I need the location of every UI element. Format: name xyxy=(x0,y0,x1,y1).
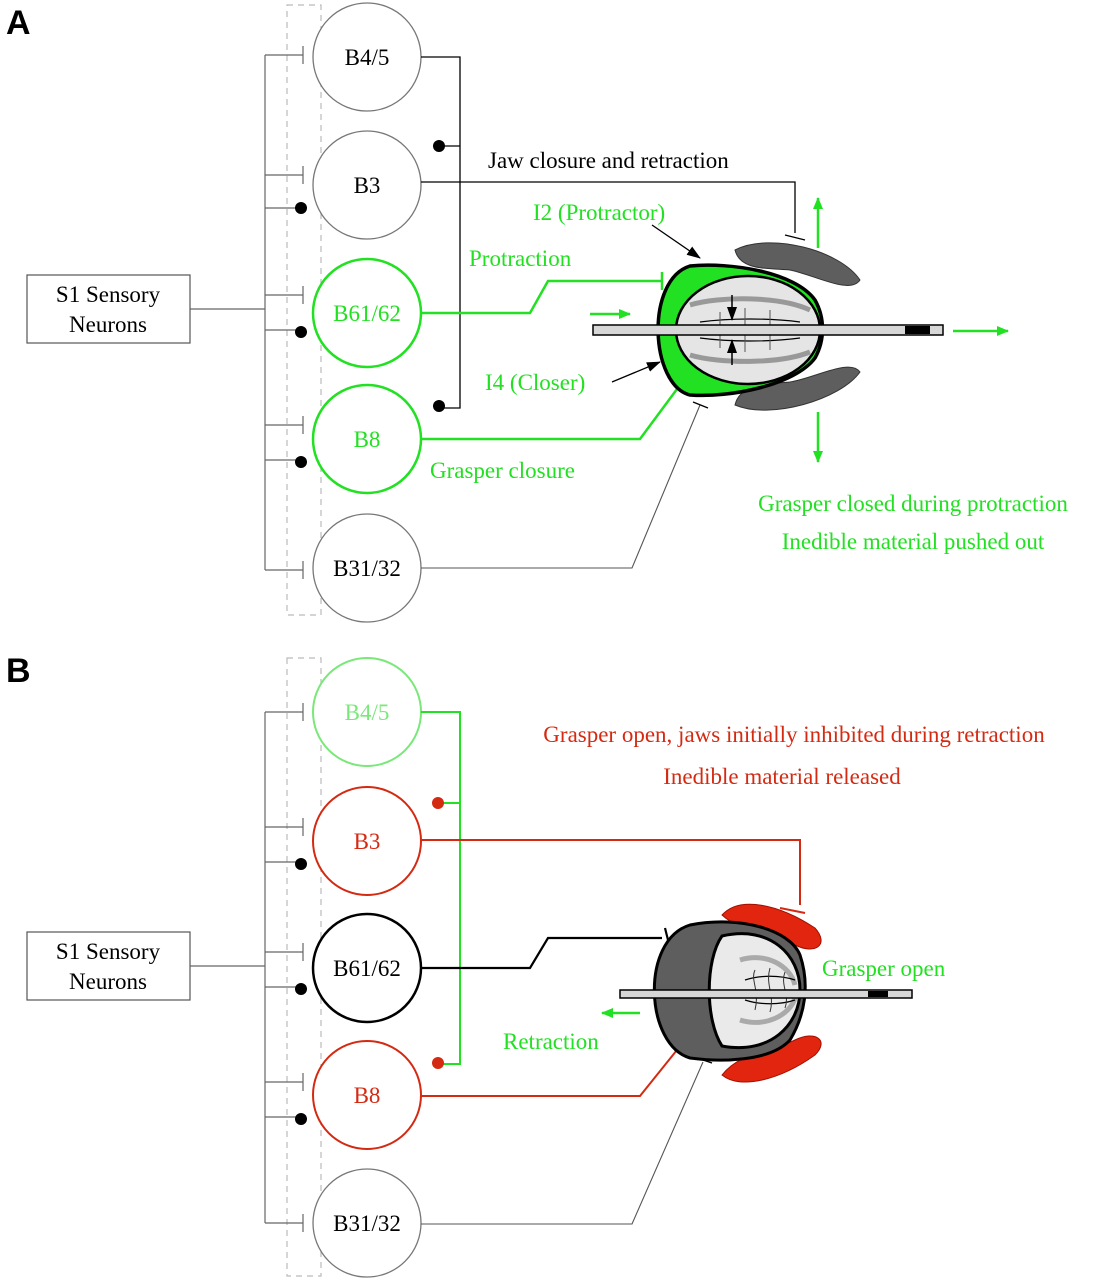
sensory-neurons-box-a: S1 Sensory Neurons xyxy=(26,274,191,344)
dashed-column-a xyxy=(286,4,322,616)
outcome-b-line1: Grasper open, jaws initially inhibited d… xyxy=(543,722,1045,747)
grasper-open-label: Grasper open xyxy=(822,956,946,981)
outcome-a-line2: Inedible material pushed out xyxy=(782,529,1045,554)
b4-5-output-a xyxy=(421,56,461,409)
outcome-b-line2: Inedible material released xyxy=(663,764,901,789)
neuron-b4-5-a: B4/5 xyxy=(312,2,422,112)
svg-text:B8: B8 xyxy=(354,1083,381,1108)
b31-32-output-b xyxy=(421,1061,704,1225)
grasper-closure-label: Grasper closure xyxy=(430,458,575,483)
b3-output-a xyxy=(421,181,806,241)
panel-b-letter: B xyxy=(6,652,31,690)
svg-text:B3: B3 xyxy=(354,173,381,198)
sensory-neurons-box-b: S1 Sensory Neurons xyxy=(26,931,191,1001)
panel-b: B S1 Sensory Neurons B4/5 xyxy=(6,652,1045,1278)
neuron-b8-b: B8 xyxy=(312,1040,422,1150)
i4-closer-label: I4 (Closer) xyxy=(485,370,585,395)
svg-text:B4/5: B4/5 xyxy=(345,45,390,70)
neuron-b61-62-b: B61/62 xyxy=(311,912,423,1024)
svg-text:S1 Sensory: S1 Sensory xyxy=(56,939,161,964)
panel-a: A S1 Sensory Neurons xyxy=(6,2,1068,623)
neuron-b4-5-b: B4/5 xyxy=(312,657,422,767)
sensory-excitatory-dots-b xyxy=(295,858,307,1125)
b61-62-output-b xyxy=(421,936,662,970)
b8-output-a xyxy=(421,384,682,441)
neuron-b3-a: B3 xyxy=(312,130,422,240)
b31-32-output-a xyxy=(421,404,701,569)
neuron-b61-62-a: B61/62 xyxy=(311,257,423,369)
b4-5-output-b xyxy=(421,711,461,1065)
svg-text:B3: B3 xyxy=(354,829,381,854)
movement-arrows-a xyxy=(590,197,1009,463)
b8-output-b xyxy=(421,1039,686,1097)
svg-text:B61/62: B61/62 xyxy=(333,301,401,326)
sensory-excitatory-dots-a xyxy=(295,202,307,468)
outcome-a-line1: Grasper closed during protraction xyxy=(758,491,1068,516)
svg-text:Neurons: Neurons xyxy=(69,969,147,994)
svg-text:B31/32: B31/32 xyxy=(333,1211,401,1236)
retraction-label: Retraction xyxy=(503,1029,599,1054)
buccal-mass-retraction xyxy=(619,903,913,1083)
sensory-label-line2: Neurons xyxy=(69,312,147,337)
sensory-bus-b xyxy=(190,703,304,1232)
svg-text:B61/62: B61/62 xyxy=(333,956,401,981)
svg-text:B8: B8 xyxy=(354,427,381,452)
neuron-b31-32-b: B31/32 xyxy=(312,1168,422,1278)
neuron-b8-a: B8 xyxy=(311,383,423,495)
svg-text:B31/32: B31/32 xyxy=(333,556,401,581)
svg-text:B4/5: B4/5 xyxy=(345,700,390,725)
neuron-b3-b: B3 xyxy=(312,786,422,896)
protraction-label: Protraction xyxy=(469,246,572,271)
i2-protractor-label: I2 (Protractor) xyxy=(533,200,665,225)
panel-a-letter: A xyxy=(6,4,31,42)
jaw-closure-label: Jaw closure and retraction xyxy=(488,148,729,173)
b3-output-b xyxy=(421,839,806,914)
sensory-bus-a xyxy=(190,46,304,579)
sensory-label-line1: S1 Sensory xyxy=(56,282,161,307)
b61-62-output-a xyxy=(421,279,662,315)
buccal-mass-protraction xyxy=(592,242,944,411)
neuron-b31-32-a: B31/32 xyxy=(312,513,422,623)
